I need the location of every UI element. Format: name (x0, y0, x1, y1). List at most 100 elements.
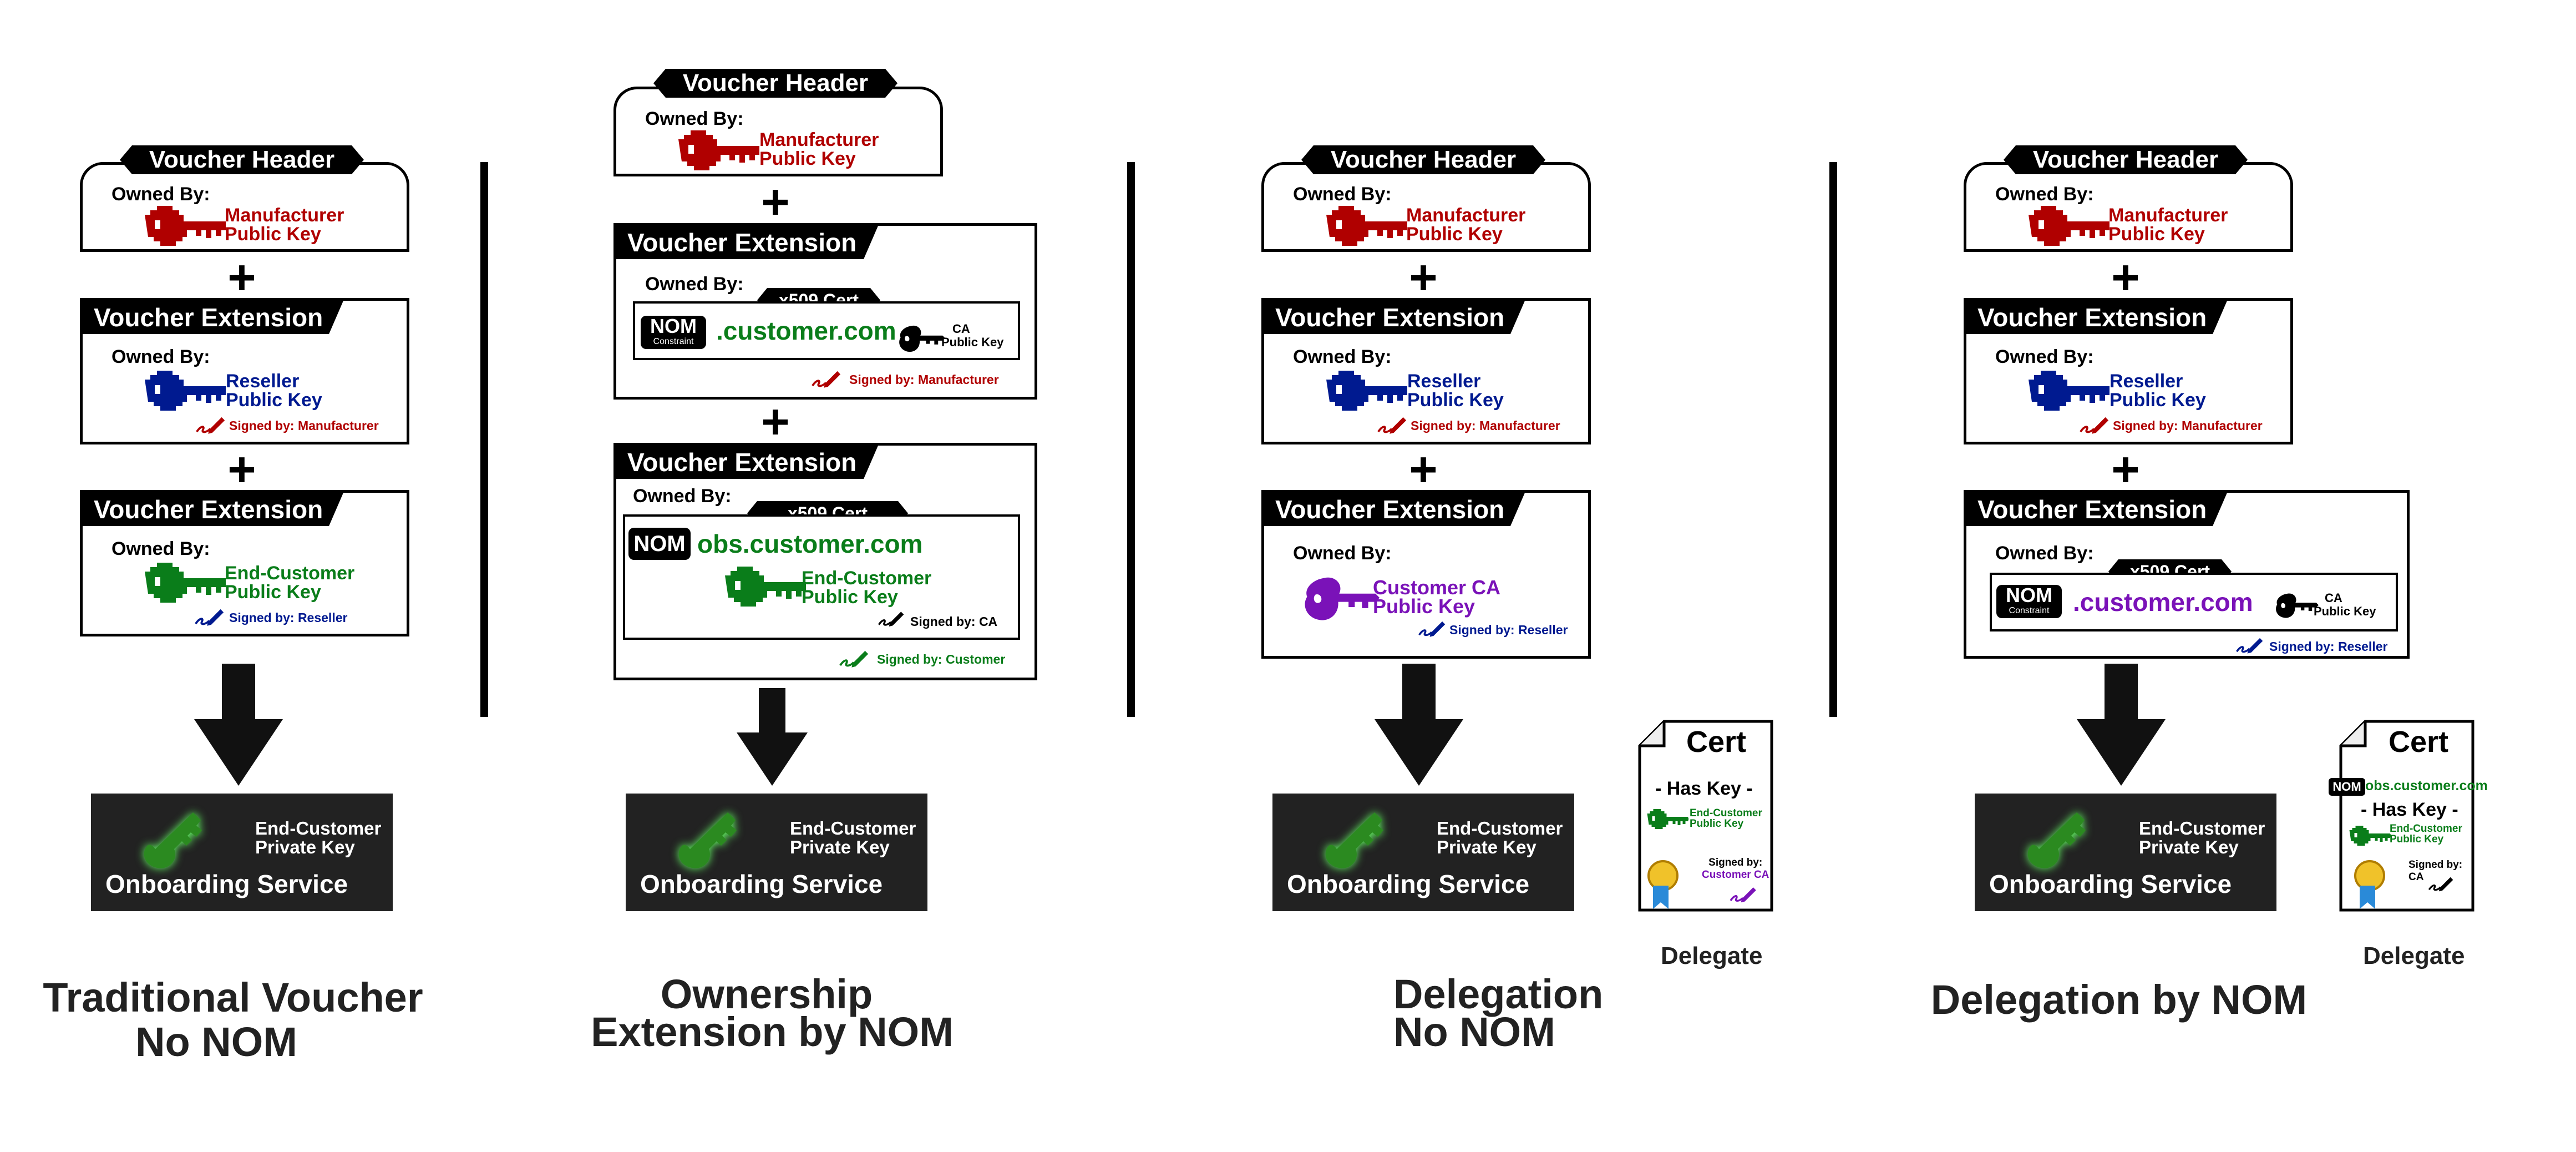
owned-by-label: Owned By: (1995, 543, 2094, 564)
owned-by-label: Owned By: (1995, 184, 2094, 205)
manufacturer-key-icon (1324, 204, 1407, 248)
private-key-icon (1320, 810, 1403, 871)
plus-sign: + (2111, 250, 2140, 305)
plus-sign: + (227, 250, 256, 305)
nom-domain: .customer.com (2073, 588, 2253, 617)
endcustomer-key-icon (143, 560, 226, 605)
voucher-header-tab: Voucher Header (653, 69, 897, 98)
owned-by-label: Owned By: (111, 538, 210, 559)
customer-ca-key-icon (1303, 576, 1381, 623)
signed-by-label: Signed by: Reseller (1449, 623, 1568, 637)
voucher-extension-tab: Voucher Extension (1264, 301, 1525, 334)
private-key-icon (673, 810, 757, 871)
panel-divider (1127, 162, 1135, 717)
signature-pen-icon (810, 368, 841, 389)
caption-delegation-no-nom: Delegation No NOM (1393, 971, 1604, 1055)
voucher-extension-tab: Voucher Extension (83, 301, 343, 334)
signed-by-label: Signed by: CA (910, 614, 998, 629)
onboarding-service-label: Onboarding Service (1287, 870, 1530, 898)
cert-title: Cert (2389, 725, 2449, 759)
panel-divider (480, 162, 488, 717)
owned-by-label: Owned By: (645, 274, 744, 295)
signature-pen-icon (194, 606, 225, 627)
voucher-extension-tab: Voucher Extension (616, 226, 878, 259)
cert-domain: obs.customer.com (2365, 778, 2488, 794)
signed-by-label: Signed by: Manufacturer (229, 418, 379, 433)
cert-signed-label: Signed by:CA (2408, 859, 2463, 883)
delegate-label: Delegate (2363, 942, 2465, 969)
signed-by-label: Signed by: Manufacturer (1411, 418, 1560, 433)
owned-by-label: Owned By: (1293, 184, 1392, 205)
signature-pen-icon (2078, 414, 2110, 435)
reseller-key-icon (1324, 368, 1407, 413)
voucher-header-tab: Voucher Header (2004, 145, 2248, 174)
cert-signed-label: Signed by:Customer CA (1702, 857, 1769, 881)
voucher-extension-tab: Voucher Extension (83, 493, 343, 526)
owned-by-label: Owned By: (1293, 543, 1392, 564)
nom-domain: .customer.com (716, 316, 896, 345)
down-arrow-icon (728, 688, 817, 786)
certificate-page-icon (2339, 720, 2474, 912)
delegate-label: Delegate (1661, 942, 1763, 969)
plus-sign: + (2111, 442, 2140, 497)
manufacturer-key-icon (2026, 204, 2110, 248)
private-key-icon (139, 810, 222, 871)
voucher-extension-obs: Voucher Extension Owned By: x509 Cert NO… (613, 443, 1037, 680)
private-key-icon (2022, 810, 2106, 871)
voucher-extension-tab: Voucher Extension (1966, 301, 2227, 334)
certificate-page-icon (1638, 720, 1773, 912)
cert-has-key: - Has Key - (2361, 799, 2458, 820)
owned-by-label: Owned By: (633, 486, 732, 507)
signature-pen-icon (1728, 885, 1757, 903)
plus-sign: + (761, 174, 790, 229)
cert-endcustomer-key-icon (1645, 808, 1688, 830)
voucher-header-tab: Voucher Header (120, 145, 364, 174)
nom-badge: NOM (628, 528, 691, 560)
signed-by-label: Signed by: Customer (877, 652, 1006, 666)
plus-sign: + (227, 442, 256, 497)
signature-pen-icon (2235, 635, 2264, 655)
ca-key-icon (898, 324, 946, 355)
signed-by-label: Signed by: Manufacturer (2113, 418, 2263, 433)
signature-pen-icon (877, 609, 905, 628)
plus-sign: + (1409, 250, 1438, 305)
down-arrow-icon (1375, 664, 1463, 786)
owned-by-label: Owned By: (1995, 346, 2094, 367)
down-arrow-icon (194, 664, 283, 786)
manufacturer-key-icon (676, 128, 759, 173)
voucher-extension-nom-ca: Voucher Extension Owned By: x509 Cert NO… (1964, 490, 2410, 659)
ca-key-icon (2275, 592, 2319, 620)
voucher-extension-tab: Voucher Extension (1966, 493, 2227, 526)
owned-by-label: Owned By: (111, 184, 210, 205)
owned-by-label: Owned By: (111, 346, 210, 367)
owned-by-label: Owned By: (645, 108, 744, 129)
